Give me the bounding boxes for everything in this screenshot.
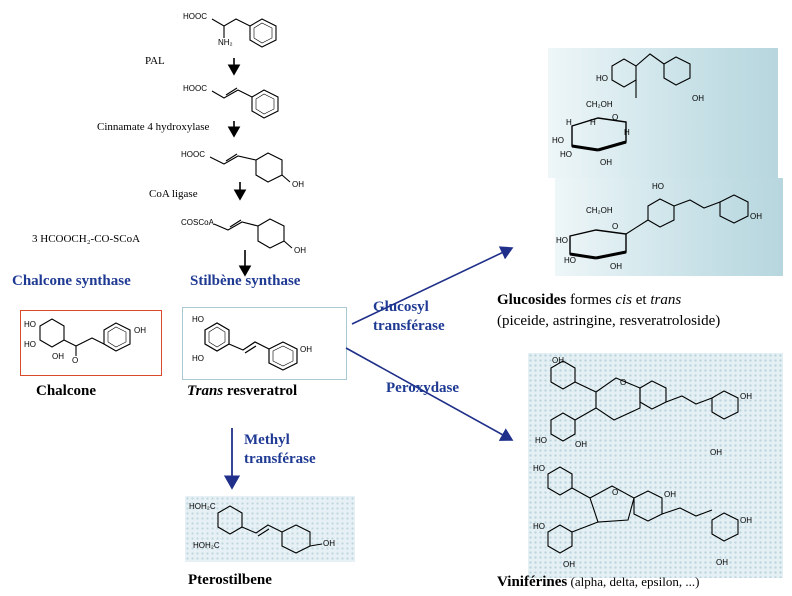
glc-tr-oh-2: OH [610, 262, 622, 271]
vin1-oh-3: OH [740, 392, 752, 401]
viniferin-1-structure [550, 360, 739, 442]
chalcone-name: Chalcone [36, 383, 96, 399]
glucosides-line2: (piceide, astringine, resveratroloside) [497, 313, 721, 329]
resv-oh: OH [300, 345, 312, 354]
arrow-peroxydase [345, 347, 514, 441]
phe-cooh-label: HOOC [183, 12, 207, 21]
resv-ho-2: HO [192, 354, 204, 363]
coumaric-acid-structure [209, 152, 291, 183]
resveratrol-rest: resveratrol [223, 383, 298, 399]
glucosides-trans: trans [650, 292, 682, 308]
trans-italic: Trans [187, 383, 224, 399]
viniferin-box-2 [528, 460, 783, 578]
coa-oh-label: OH [294, 246, 306, 255]
pal-label: PAL [145, 55, 165, 67]
glucosides-caption: Glucosides formes cis et trans [497, 292, 681, 309]
vin2-o: O [612, 488, 619, 497]
chalcone-box [20, 310, 162, 376]
chalcone-o: O [72, 356, 79, 365]
glc-cis-h-1: H [590, 118, 596, 127]
viniferin-2-structure [547, 466, 739, 554]
phenylalanine-structure [211, 18, 277, 48]
chalcone-structure [39, 318, 131, 356]
viniferin-box-1 [528, 353, 783, 460]
phe-nh2-label: NH₂ [218, 38, 233, 47]
methyl-label-2: transférase [244, 451, 316, 467]
vin1-oh-4: OH [710, 448, 722, 457]
vin2-oh-4: OH [716, 558, 728, 567]
c4h-label: Cinnamate 4 hydroxylase [97, 121, 210, 133]
stilbene-synthase-label: Stilbène synthase [190, 273, 301, 289]
glc-cis-h-3: H [624, 128, 630, 137]
vin1-ho: HO [535, 436, 547, 445]
glucoside-trans-box [555, 178, 783, 276]
glc-tr-ho-2: HO [556, 236, 568, 245]
glc-tr-ho-3: HO [564, 256, 576, 265]
glc-cis-ho-3: HO [560, 150, 572, 159]
resveratrol-structure [204, 322, 298, 371]
chalcone-oh-2: OH [134, 326, 146, 335]
glc-cis-ch2oh: CH₂OH [586, 100, 613, 109]
malonyl-coa-label: 3 HCOOCH₂-CO-SCoA [32, 233, 141, 245]
viniferines-bold: Viniférines [497, 574, 568, 590]
glc-tr-o: O [612, 222, 619, 231]
resveratrol-name: Trans resveratrol [187, 383, 297, 400]
cinnamic-acid-structure [211, 87, 279, 119]
glucoside-cis-structure [571, 53, 691, 152]
pterostilbene-structure [217, 505, 323, 554]
coumaroyl-coa-structure [213, 218, 293, 249]
glucoside-trans-structure [569, 194, 749, 260]
resveratrol-box [182, 307, 347, 380]
glc-cis-oh-1: OH [692, 94, 704, 103]
arrow-glucosyl [351, 246, 514, 325]
glc-tr-ch2oh: CH₂OH [586, 206, 613, 215]
glc-cis-o: O [612, 113, 619, 122]
ptero-hoh2c-1: HOH₂C [189, 502, 216, 511]
glc-cis-ho: HO [596, 74, 608, 83]
ptero-hoh2c-2: HOH₂C [193, 541, 220, 550]
glc-cis-h-2: H [566, 118, 572, 127]
coum-cooh-label: HOOC [181, 150, 205, 159]
coa-ligase-label: CoA ligase [149, 188, 198, 200]
glucosyl-label-1: Glucosyl [373, 299, 429, 315]
chalcone-ho-2: HO [24, 340, 36, 349]
glc-tr-oh-1: OH [750, 212, 762, 221]
pterostilbene-name: Pterostilbene [188, 572, 272, 588]
chalcone-oh-1: OH [52, 352, 64, 361]
glucosyl-label-2: transférase [373, 318, 445, 334]
vin1-oh-1: OH [552, 356, 564, 365]
ptero-oh: OH [323, 539, 335, 548]
vin2-oh-2: OH [563, 560, 575, 569]
vin2-oh-1: OH [664, 490, 676, 499]
vin2-ho-1: HO [533, 464, 545, 473]
vin1-o: O [620, 378, 627, 387]
cin-cooh-label: HOOC [183, 84, 207, 93]
glucosides-cis: cis [615, 292, 633, 308]
peroxydase-label: Peroxydase [386, 380, 460, 396]
viniferines-caption: Viniférines (alpha, delta, epsilon, ...) [497, 574, 699, 591]
glucosides-t2: et [632, 292, 651, 308]
coscoa-label: COSCoA [181, 218, 214, 227]
glucosides-t1: formes [566, 292, 616, 308]
resv-ho-1: HO [192, 315, 204, 324]
vin2-oh-3: OH [740, 516, 752, 525]
glucosides-bold: Glucosides [497, 292, 567, 308]
glc-tr-ho: HO [652, 182, 664, 191]
glc-cis-ho-2: HO [552, 136, 564, 145]
viniferines-rest: (alpha, delta, epsilon, ...) [567, 574, 700, 589]
vin1-oh-2: OH [575, 440, 587, 449]
vin2-ho-2: HO [533, 522, 545, 531]
glc-cis-oh-2: OH [600, 158, 612, 167]
pterostilbene-box [185, 496, 355, 562]
chalcone-ho-1: HO [24, 320, 36, 329]
methyl-label-1: Methyl [244, 432, 290, 448]
glucoside-cis-box [548, 48, 778, 178]
coum-oh-label: OH [292, 180, 304, 189]
chalcone-synthase-label: Chalcone synthase [12, 273, 131, 289]
